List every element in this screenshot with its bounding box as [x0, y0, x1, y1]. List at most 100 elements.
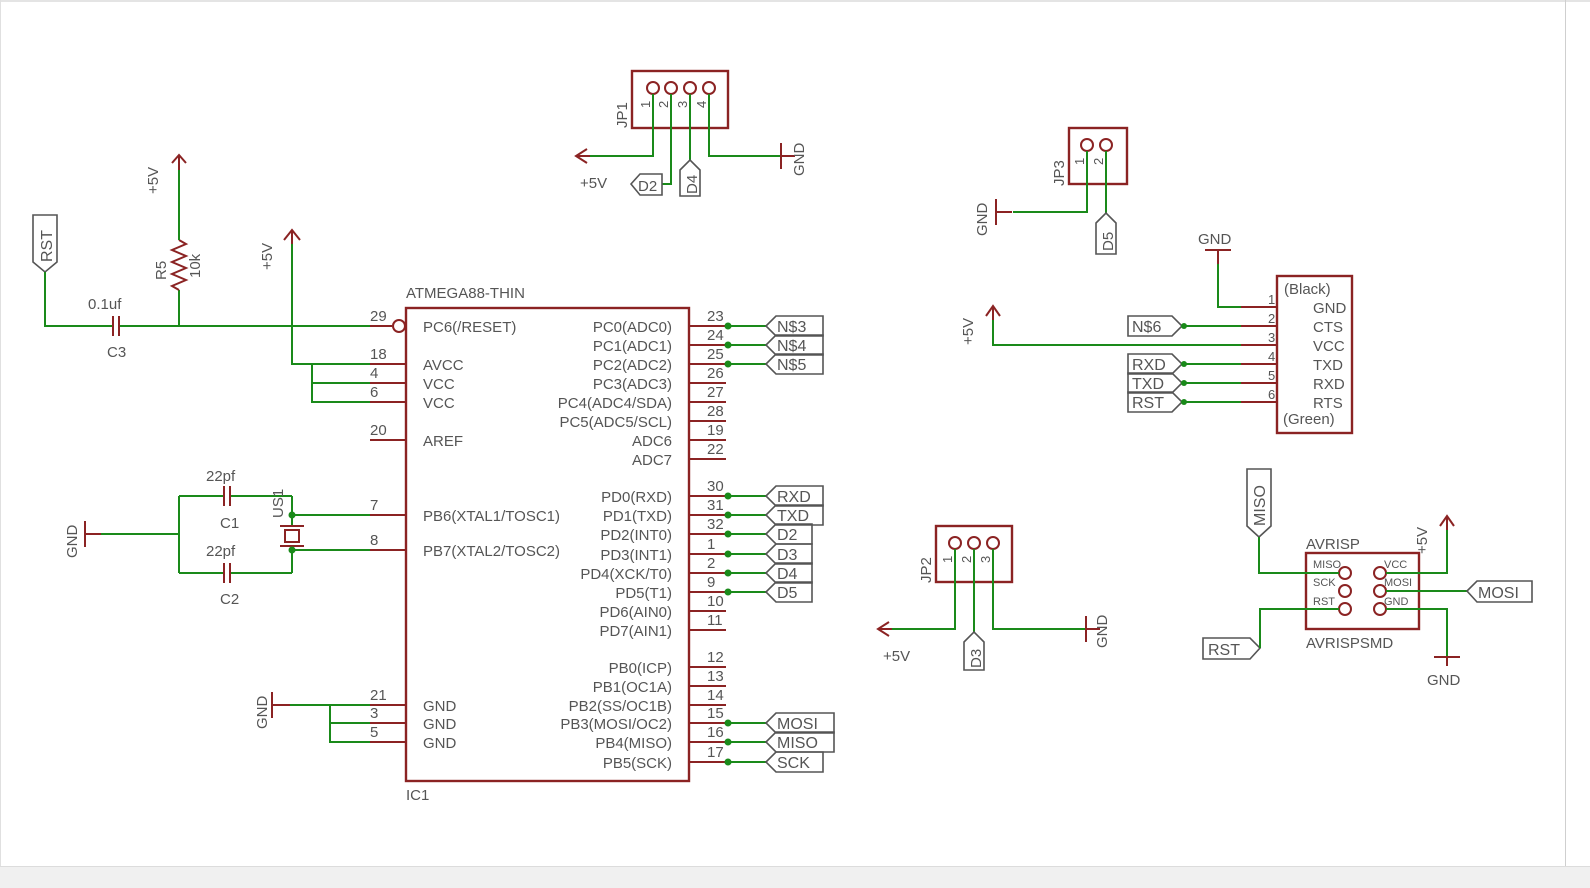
svg-text:1: 1 [1072, 158, 1087, 165]
net-label-ftdi-rst: RST [1127, 391, 1184, 413]
capacitor-c3[interactable]: 0.1uf C3 [88, 296, 140, 361]
ic1-pin-name: PC0(ADC0) [593, 319, 672, 336]
ic1-pin-name: PD2(INT0) [600, 527, 672, 544]
ic1-pin-name: PD6(AIN0) [599, 604, 672, 621]
ic1-pin-number: 28 [707, 403, 724, 420]
gnd-crystal: GND [64, 521, 101, 558]
resistor-r5[interactable]: R5 10k [153, 170, 204, 326]
ic1-pin-number: 26 [707, 365, 724, 382]
ic1-left-pins: 29PC6(/RESET)18AVCC4VCC6VCC20AREF7PB6(XT… [370, 308, 560, 752]
capacitor-c2[interactable]: 22pf C2 [179, 543, 292, 608]
ic1-pin-number: 14 [707, 687, 724, 704]
ic1-pin-number: 31 [707, 497, 724, 514]
ic1-pin-name: PD5(T1) [615, 585, 672, 602]
us1-name: US1 [270, 489, 287, 518]
net-label-ic-mosi: MOSI [764, 712, 835, 734]
net-label-rst-avr: RST [1202, 637, 1262, 660]
ic1-pin-name: GND [423, 716, 457, 733]
ic1-pin-number: 19 [707, 422, 724, 439]
ftdi-pin-number: 6 [1268, 387, 1275, 402]
svg-text:+5V: +5V [145, 167, 162, 194]
ftdi-pin-name: RXD [1313, 376, 1345, 393]
ic1-pin-name: PD7(AIN1) [599, 623, 672, 640]
ic1-pin-name: AREF [423, 433, 463, 450]
net-label-ftdi-txd: TXD [1127, 372, 1184, 394]
ftdi-pin-number: 5 [1268, 368, 1275, 383]
header-jp3[interactable]: JP3 1 2 GND D5 [974, 126, 1129, 255]
svg-text:D5: D5 [777, 585, 798, 602]
net-label-d4-jp1: D4 [679, 158, 701, 197]
ic1-pin-number: 25 [707, 346, 724, 363]
avr-value: AVRISP [1306, 536, 1360, 553]
ftdi-pin-name: RTS [1313, 395, 1343, 412]
ic1-name: IC1 [406, 787, 429, 804]
svg-text:TXD: TXD [777, 508, 809, 525]
ic1-pin-number: 12 [707, 649, 724, 666]
supply-5v-r5: +5V [145, 153, 187, 194]
ftdi-pin-name: GND [1313, 300, 1347, 317]
net-label-ic-txd: TXD [764, 504, 824, 526]
svg-text:D3: D3 [968, 649, 985, 668]
svg-text:VCC: VCC [1384, 559, 1407, 571]
net-label-miso-avr: MISO [1246, 468, 1272, 539]
ic1-pin-number: 24 [707, 327, 724, 344]
net-label-ic-rxd: RXD [764, 485, 824, 507]
svg-text:+5V: +5V [580, 175, 607, 192]
net-label-d3-jp2: D3 [963, 630, 985, 671]
capacitor-c1[interactable]: 22pf C1 [179, 468, 292, 532]
ftdi-top-note: (Black) [1284, 281, 1331, 298]
svg-text:GND: GND [1384, 596, 1409, 608]
svg-text:2: 2 [656, 101, 671, 108]
svg-text:GND: GND [64, 525, 81, 559]
ftdi-pin-number: 3 [1268, 330, 1275, 345]
svg-text:D5: D5 [1100, 232, 1117, 251]
ic1-pin-name: PB6(XTAL1/TOSC1) [423, 508, 560, 525]
net-label-rst-left: RST [32, 214, 58, 274]
svg-text:3: 3 [978, 556, 993, 563]
header-jp1[interactable]: JP1 1 2 3 4 +5V D2 D4 GND [574, 69, 808, 197]
c2-name: C2 [220, 591, 239, 608]
svg-text:RST: RST [39, 230, 56, 262]
svg-text:RST: RST [1313, 596, 1335, 608]
schematic-canvas[interactable]: RST 0.1uf C3 R5 10k +5V +5V [0, 0, 1566, 866]
ic1-pin-number: 32 [707, 516, 724, 533]
avrisp-header[interactable]: AVRISP AVRISPSMD MISO VCC SCK MOSI RST G… [1202, 468, 1533, 689]
jp3-name: JP3 [1051, 160, 1068, 186]
ic1-pin-name: ADC7 [632, 452, 672, 469]
svg-text:RST: RST [1132, 395, 1164, 412]
svg-text:GND: GND [254, 696, 271, 730]
c3-value: 0.1uf [88, 296, 122, 313]
ic1-pin-number: 5 [370, 724, 378, 741]
svg-text:GND: GND [1198, 231, 1232, 248]
ic1-right-pins: 23PC0(ADC0)N$324PC1(ADC1)N$425PC2(ADC2)N… [558, 308, 835, 773]
ic1-pin-number: 18 [370, 346, 387, 363]
gnd-ic-network: GND [254, 692, 370, 743]
net-label-ic-n5: N$5 [764, 353, 824, 375]
ic1-pin-name: AVCC [423, 357, 464, 374]
net-label-ic-d3: D3 [764, 543, 813, 565]
ic1-pin-name: GND [423, 698, 457, 715]
ic1-pin-name: PD1(TXD) [603, 508, 672, 525]
crystal-us1[interactable]: US1 [270, 489, 304, 573]
ic1-pin-number: 8 [370, 532, 378, 549]
ftdi-header[interactable]: (Black) (Green) 1GND2CTS3VCC4TXD5RXD6RTS… [960, 231, 1354, 435]
svg-text:2: 2 [959, 556, 974, 563]
ic1-pin-name: PB7(XTAL2/TOSC2) [423, 543, 560, 560]
ic1-pin-name: PD4(XCK/T0) [580, 566, 672, 583]
ic1-value: ATMEGA88-THIN [406, 285, 525, 302]
ic1-pin-number: 21 [370, 687, 387, 704]
jp1-name: JP1 [614, 102, 631, 128]
horizontal-scrollbar[interactable] [0, 866, 1590, 888]
ic1-pin-name: PC6(/RESET) [423, 319, 516, 336]
svg-text:+5V: +5V [883, 648, 910, 665]
net-label-ic-sck: SCK [764, 751, 824, 773]
ic1-pin-number: 7 [370, 497, 378, 514]
svg-text:1: 1 [638, 101, 653, 108]
header-jp2[interactable]: JP2 1 2 3 +5V D3 GND [876, 524, 1111, 671]
ic1-pin-number: 27 [707, 384, 724, 401]
ic1-atmega88[interactable]: ATMEGA88-THIN IC1 29PC6(/RESET)18AVCC4VC… [370, 285, 835, 804]
ic1-pin-number: 6 [370, 384, 378, 401]
svg-text:GND: GND [1094, 615, 1111, 649]
ic1-pin-name: VCC [423, 395, 455, 412]
